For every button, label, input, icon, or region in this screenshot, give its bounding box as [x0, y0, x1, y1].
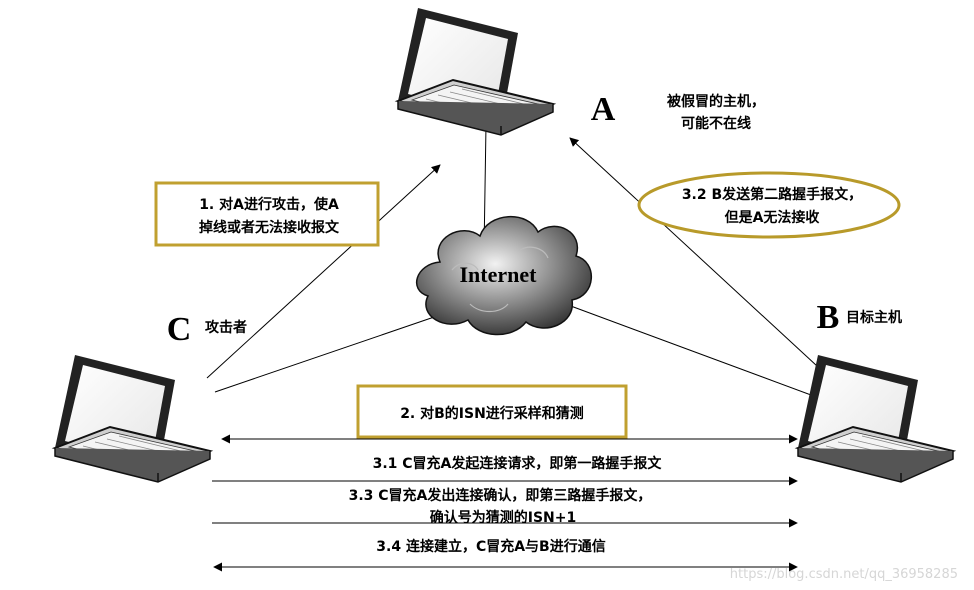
step-3-2-line2: 但是A无法接收 — [724, 209, 821, 226]
step-3-2-ellipse — [637, 171, 901, 239]
node-b-desc: 目标主机 — [846, 309, 902, 326]
node-a-desc-line2: 可能不在线 — [681, 115, 751, 132]
step-2-box — [356, 384, 628, 439]
step-3-2-line1: 3.2 B发送第二路握手报文， — [682, 186, 862, 203]
step-3-1-text: 3.1 C冒充A发起连接请求，即第一路握手报文 — [373, 455, 663, 472]
arrow-c-to-a — [206, 164, 441, 379]
laptop-a-icon — [397, 7, 554, 136]
step-1-line1: 1. 对A进行攻击，使A — [199, 196, 339, 213]
node-a-letter: A — [591, 91, 616, 128]
step-3-4-text: 3.4 连接建立，C冒充A与B进行通信 — [376, 538, 605, 555]
internet-label: Internet — [460, 262, 538, 287]
step-1-line2: 掉线或者无法接收报文 — [199, 219, 340, 236]
link-b-internet — [559, 301, 839, 406]
laptop-b-icon — [797, 354, 954, 483]
watermark: https://blog.csdn.net/qq_36958285 — [730, 567, 958, 582]
step-1-box — [154, 181, 380, 247]
link-c-internet — [214, 314, 441, 393]
step-2-text: 2. 对B的ISN进行采样和猜测 — [400, 405, 584, 422]
node-b-letter: B — [817, 299, 840, 336]
laptop-c-icon — [54, 354, 211, 483]
internet-cloud-icon — [416, 216, 592, 336]
node-c-desc: 攻击者 — [205, 319, 247, 336]
node-c-letter: C — [167, 311, 192, 348]
arrow-b-to-a — [569, 137, 831, 379]
step-3-3-line2: 确认号为猜测的ISN+1 — [430, 509, 576, 526]
step-3-3-line1: 3.3 C冒充A发出连接确认，即第三路握手报文， — [349, 487, 652, 504]
node-a-desc-line1: 被假冒的主机， — [667, 93, 765, 110]
